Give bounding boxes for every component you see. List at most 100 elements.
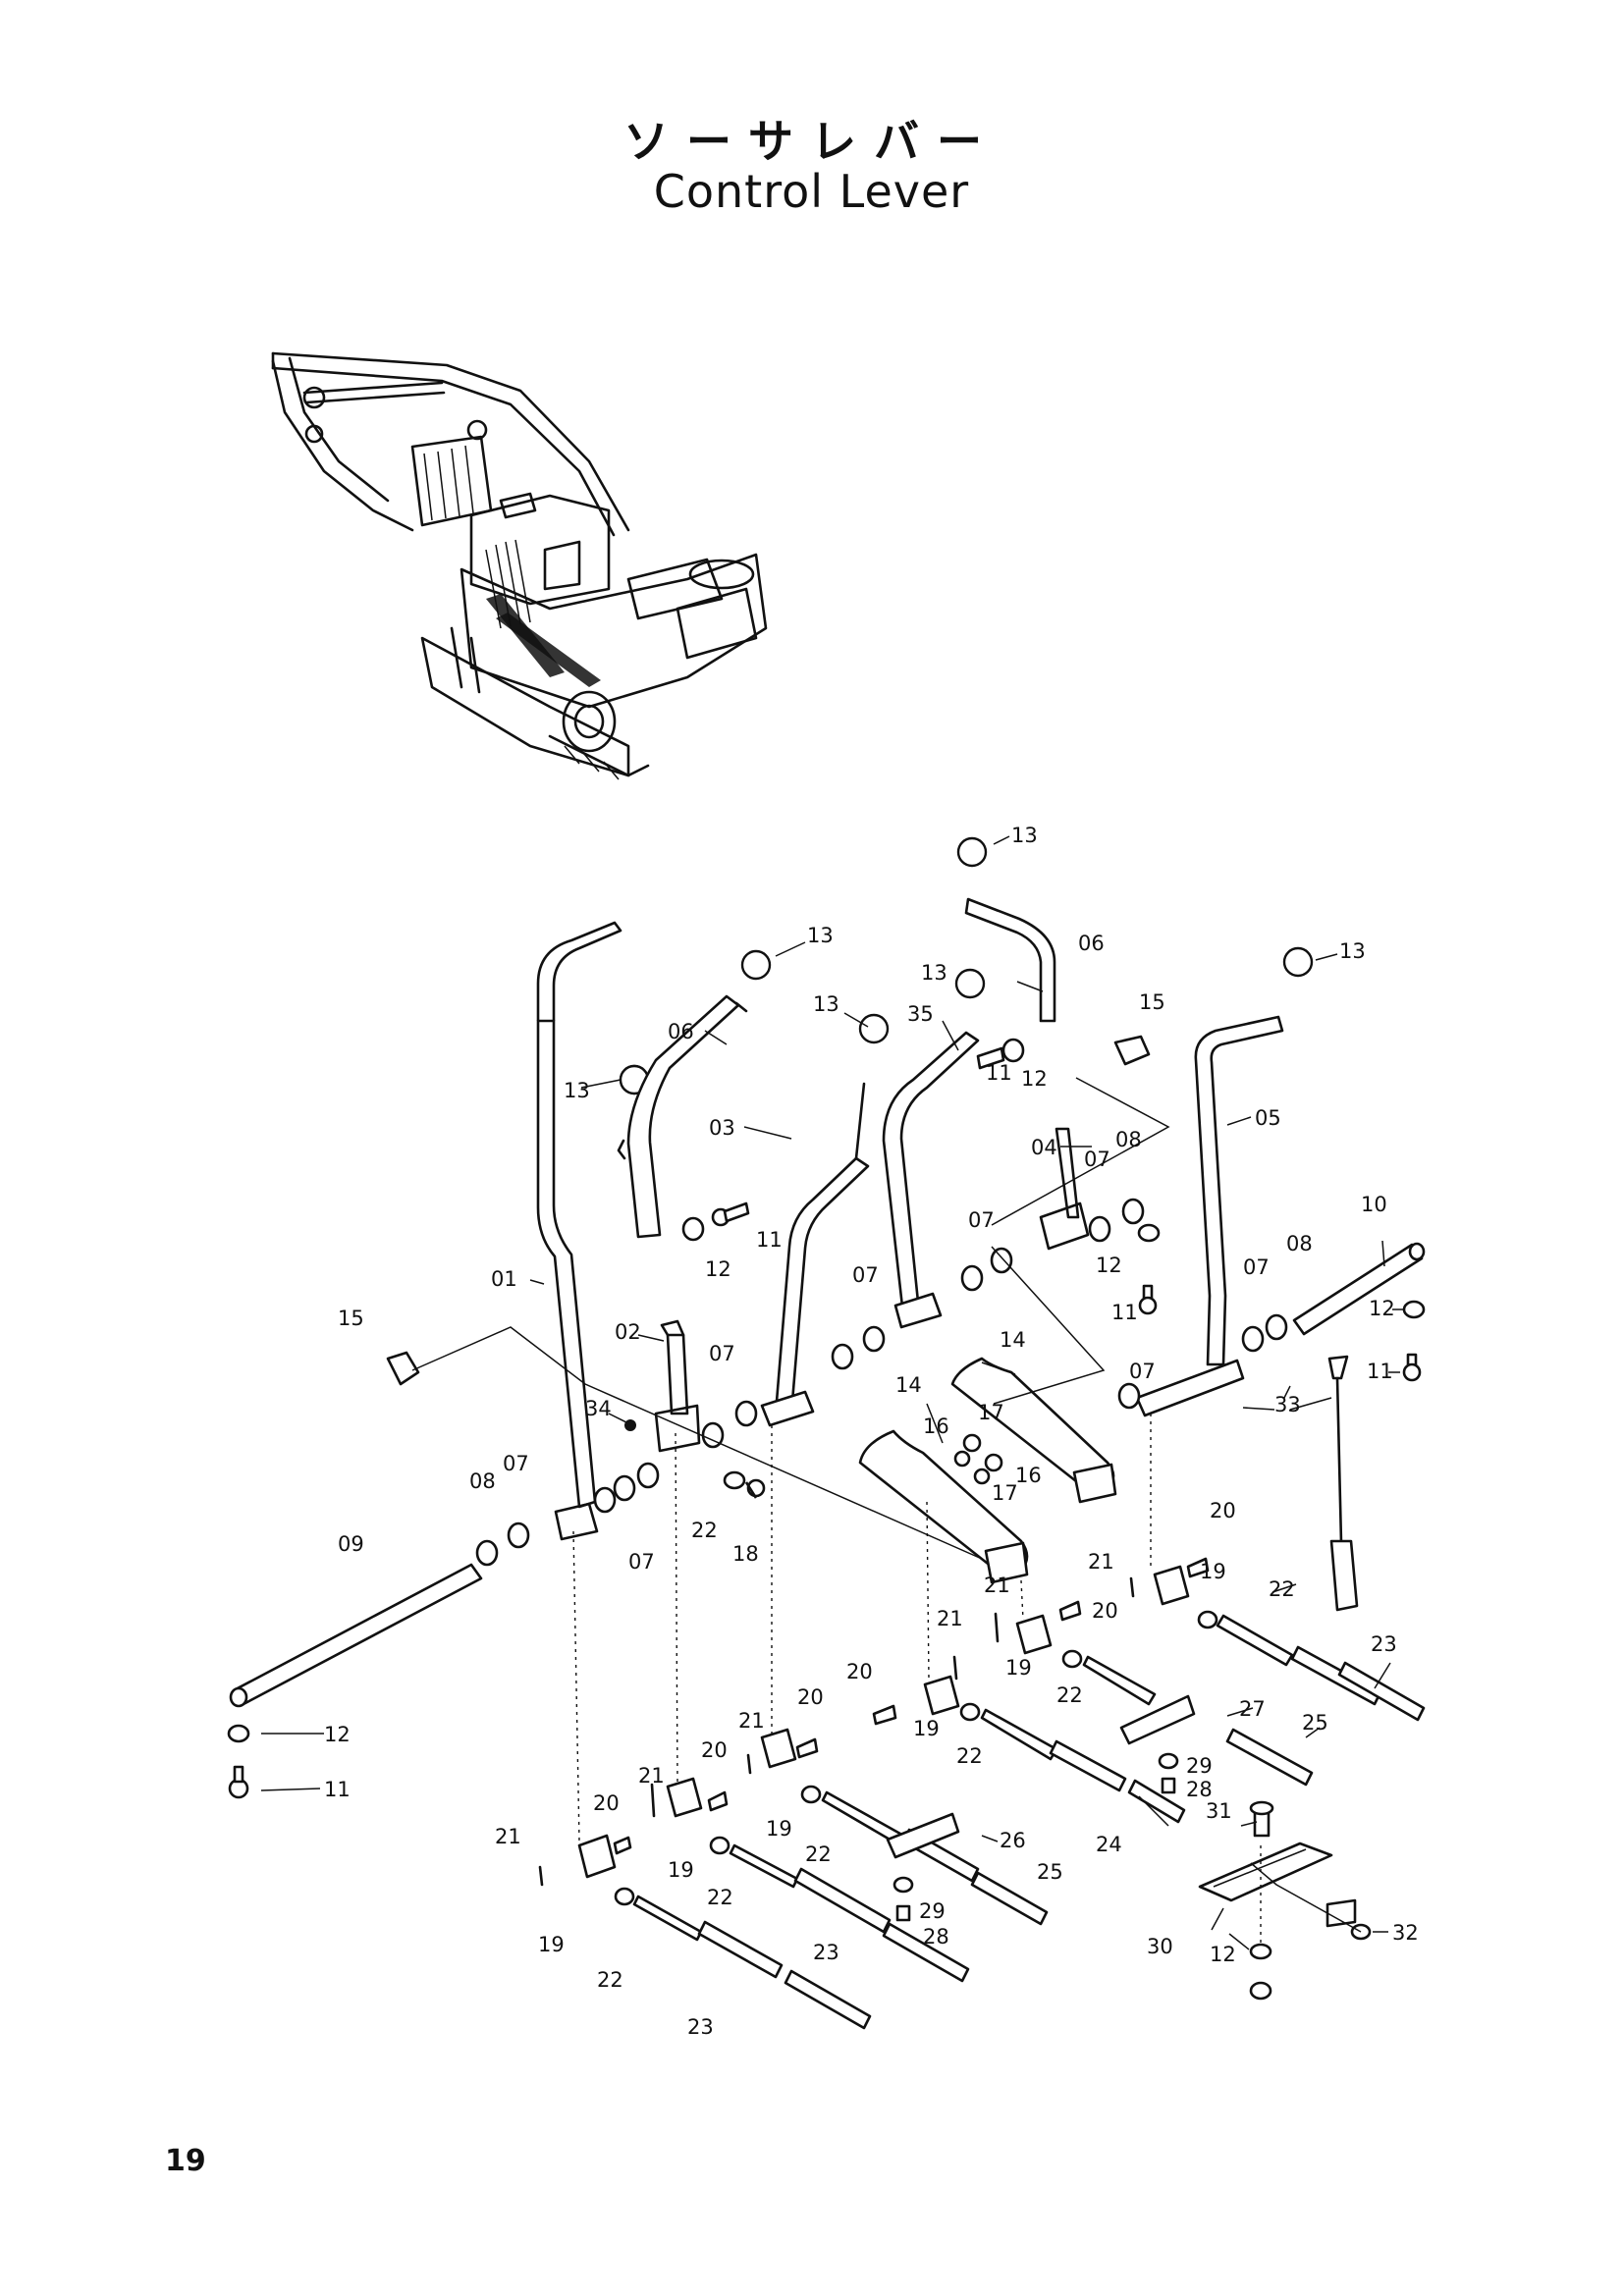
callout-21: 21 xyxy=(984,1574,1010,1597)
callout-20: 20 xyxy=(701,1738,728,1762)
callout-13: 13 xyxy=(1011,824,1038,847)
callout-29: 29 xyxy=(1186,1754,1213,1778)
callout-08: 08 xyxy=(469,1469,496,1493)
callout-21: 21 xyxy=(1088,1550,1114,1574)
callout-07: 07 xyxy=(503,1452,529,1475)
callout-29: 29 xyxy=(919,1899,946,1923)
handle-33 xyxy=(1327,1355,1359,1612)
callout-12: 12 xyxy=(1210,1943,1236,1966)
callout-06: 06 xyxy=(668,1020,694,1043)
callout-19: 19 xyxy=(766,1817,792,1841)
callout-07: 07 xyxy=(709,1342,735,1365)
callout-19: 19 xyxy=(668,1858,694,1882)
callout-21: 21 xyxy=(495,1825,521,1848)
callout-19: 19 xyxy=(538,1933,565,1956)
callout-22: 22 xyxy=(1056,1683,1083,1707)
callout-12: 12 xyxy=(705,1257,731,1281)
callout-13: 13 xyxy=(921,961,947,985)
callout-24: 24 xyxy=(1096,1833,1122,1856)
callout-25: 25 xyxy=(1302,1711,1328,1735)
callout-17: 17 xyxy=(992,1481,1018,1505)
callout-12: 12 xyxy=(1369,1297,1395,1320)
fasteners xyxy=(227,1038,1426,1799)
lever-04 xyxy=(1039,1127,1090,1251)
callout-20: 20 xyxy=(1210,1499,1236,1522)
callout-08: 08 xyxy=(1115,1128,1142,1151)
callout-11: 11 xyxy=(1367,1360,1393,1383)
callout-13: 13 xyxy=(813,992,839,1016)
callout-15: 15 xyxy=(338,1307,364,1330)
callout-12: 12 xyxy=(324,1723,351,1746)
lever-35 xyxy=(882,968,986,1329)
callout-21: 21 xyxy=(738,1709,765,1733)
callout-15: 15 xyxy=(1139,990,1165,1014)
callout-19: 19 xyxy=(1005,1656,1032,1680)
assembly-guide-lines xyxy=(411,1077,1362,1944)
pedal-14-left xyxy=(858,1429,1029,1584)
callout-11: 11 xyxy=(756,1228,783,1252)
callout-05: 05 xyxy=(1255,1106,1281,1130)
callout-20: 20 xyxy=(797,1685,824,1709)
callout-22: 22 xyxy=(597,1968,623,1992)
callout-07: 07 xyxy=(1129,1360,1156,1383)
callout-28: 28 xyxy=(1186,1778,1213,1801)
callout-12: 12 xyxy=(1096,1254,1122,1277)
callout-12: 12 xyxy=(1021,1067,1048,1091)
callout-19: 19 xyxy=(913,1717,940,1740)
callout-17: 17 xyxy=(978,1401,1004,1424)
pin-34 xyxy=(624,1419,636,1431)
callout-04: 04 xyxy=(1031,1136,1057,1159)
callout-19: 19 xyxy=(1200,1560,1226,1583)
callout-07: 07 xyxy=(852,1263,879,1287)
callout-21: 21 xyxy=(638,1764,665,1788)
callout-13: 13 xyxy=(807,924,834,947)
linkages xyxy=(538,1557,1426,2030)
callout-20: 20 xyxy=(1092,1599,1118,1623)
callout-labels: 13 13 13 13 13 13 06 06 35 15 15 05 04 0… xyxy=(324,824,1419,2039)
callout-11: 11 xyxy=(986,1061,1012,1085)
callout-06: 06 xyxy=(1078,932,1105,955)
callout-09: 09 xyxy=(338,1532,364,1556)
callout-01: 01 xyxy=(491,1267,517,1291)
callout-20: 20 xyxy=(593,1791,620,1815)
callout-07: 07 xyxy=(628,1550,655,1574)
callout-13: 13 xyxy=(564,1079,590,1102)
callout-08: 08 xyxy=(1286,1232,1313,1255)
callout-34: 34 xyxy=(585,1397,612,1420)
callout-14: 14 xyxy=(1000,1328,1026,1352)
shaft-09 xyxy=(229,1563,483,1708)
callout-23: 23 xyxy=(1371,1632,1397,1656)
callout-30: 30 xyxy=(1147,1935,1173,1958)
callout-07: 07 xyxy=(1084,1148,1110,1171)
callout-16: 16 xyxy=(1015,1464,1042,1487)
bracket-15-left xyxy=(386,1351,420,1386)
callout-11: 11 xyxy=(1111,1301,1138,1324)
callout-18: 18 xyxy=(732,1542,759,1566)
callout-21: 21 xyxy=(937,1607,963,1630)
callout-33: 33 xyxy=(1274,1393,1301,1416)
title-japanese: ソーサレバー xyxy=(622,115,1001,168)
callout-13: 13 xyxy=(1339,939,1366,963)
lever-01 xyxy=(536,921,650,1541)
callout-16: 16 xyxy=(923,1415,949,1438)
callout-23: 23 xyxy=(687,2015,714,2039)
shaft-10 xyxy=(1292,1242,1426,1336)
callout-31: 31 xyxy=(1206,1799,1232,1823)
excavator-illustration xyxy=(271,351,768,780)
callout-10: 10 xyxy=(1361,1193,1387,1216)
lever-06-right xyxy=(956,836,1056,1023)
callout-07: 07 xyxy=(968,1208,995,1232)
callout-22: 22 xyxy=(1269,1577,1295,1601)
callout-22: 22 xyxy=(691,1519,718,1542)
callout-02: 02 xyxy=(615,1320,641,1344)
callout-11: 11 xyxy=(324,1778,351,1801)
lever-03 xyxy=(760,1013,890,1427)
callout-27: 27 xyxy=(1239,1697,1266,1721)
lever-05 xyxy=(1135,946,1314,1417)
callout-20: 20 xyxy=(846,1660,873,1683)
callout-28: 28 xyxy=(923,1925,949,1949)
callout-32: 32 xyxy=(1392,1921,1419,1945)
callout-14: 14 xyxy=(895,1373,922,1397)
callout-22: 22 xyxy=(805,1842,832,1866)
